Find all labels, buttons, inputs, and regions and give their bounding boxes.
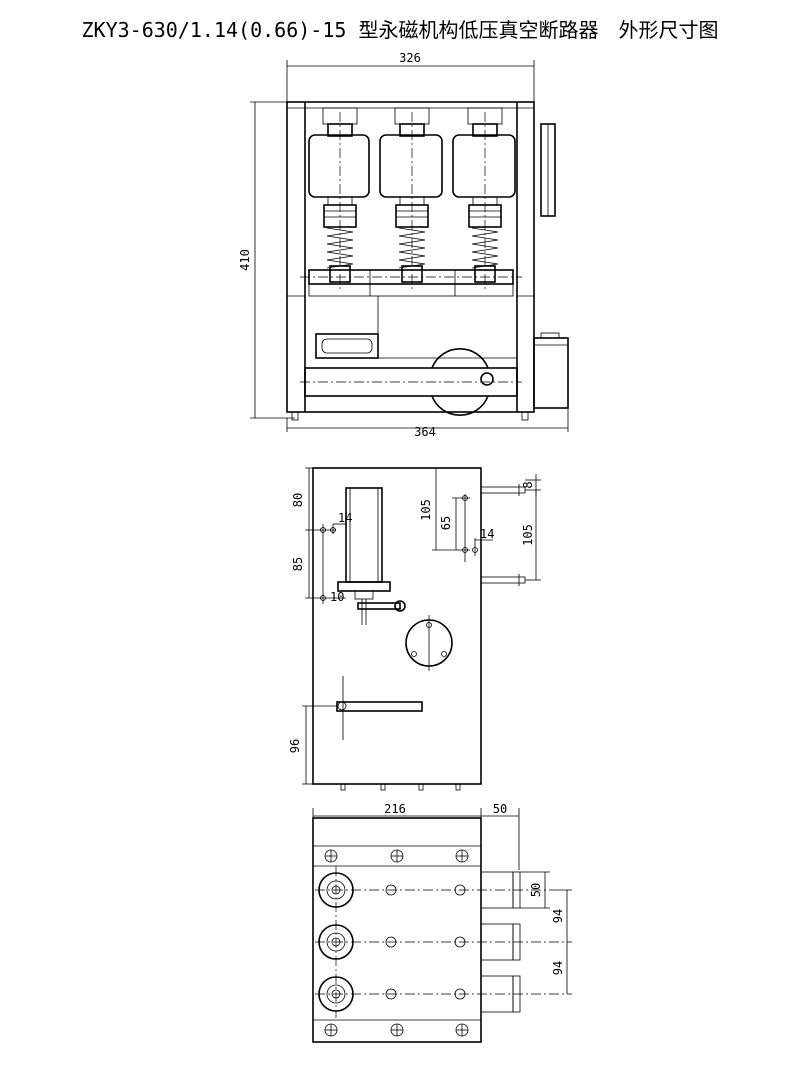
- dim-94-b: 94: [551, 961, 565, 975]
- dim-216: 216: [384, 802, 406, 816]
- dim-65: 65: [439, 516, 453, 530]
- terminal-row-3: [315, 975, 572, 1013]
- side-block: [533, 337, 569, 409]
- dim-85: 85: [291, 557, 305, 571]
- dim-364: 364: [414, 425, 436, 439]
- bolt-row-bottom: [324, 1023, 469, 1037]
- dim-96: 96: [288, 739, 302, 753]
- outer-frame: [286, 101, 535, 413]
- side-view: 80 14 85 10 96 105 65 14: [288, 467, 541, 791]
- pole-3: [452, 107, 516, 292]
- dim-10: 10: [330, 590, 344, 604]
- dim-50-top: 50: [493, 802, 507, 816]
- terminal-row-1: [315, 871, 555, 909]
- dim-80: 80: [291, 493, 305, 507]
- dim-14-right: 14: [480, 527, 494, 541]
- dim-105-a: 105: [419, 499, 433, 521]
- pole-2: [379, 107, 443, 292]
- dim-50-right: 50: [529, 883, 543, 897]
- drawing-title: ZKY3-630/1.14(0.66)-15 型永磁机构低压真空断路器 外形尺寸…: [81, 18, 719, 42]
- bolt-row-top: [324, 849, 469, 863]
- lever-pivot: [480, 372, 494, 386]
- pole-1: [308, 107, 370, 292]
- dim-105-b: 105: [521, 524, 535, 546]
- dim-94-a: 94: [551, 909, 565, 923]
- terminal-row-2: [315, 923, 572, 961]
- top-view: 216 50: [312, 802, 572, 1043]
- dim-14-left: 14: [338, 511, 352, 525]
- front-view: 326 410 364: [238, 51, 569, 439]
- dim-326: 326: [399, 51, 421, 65]
- dim-410: 410: [238, 249, 252, 271]
- dim-8: 8: [521, 481, 535, 488]
